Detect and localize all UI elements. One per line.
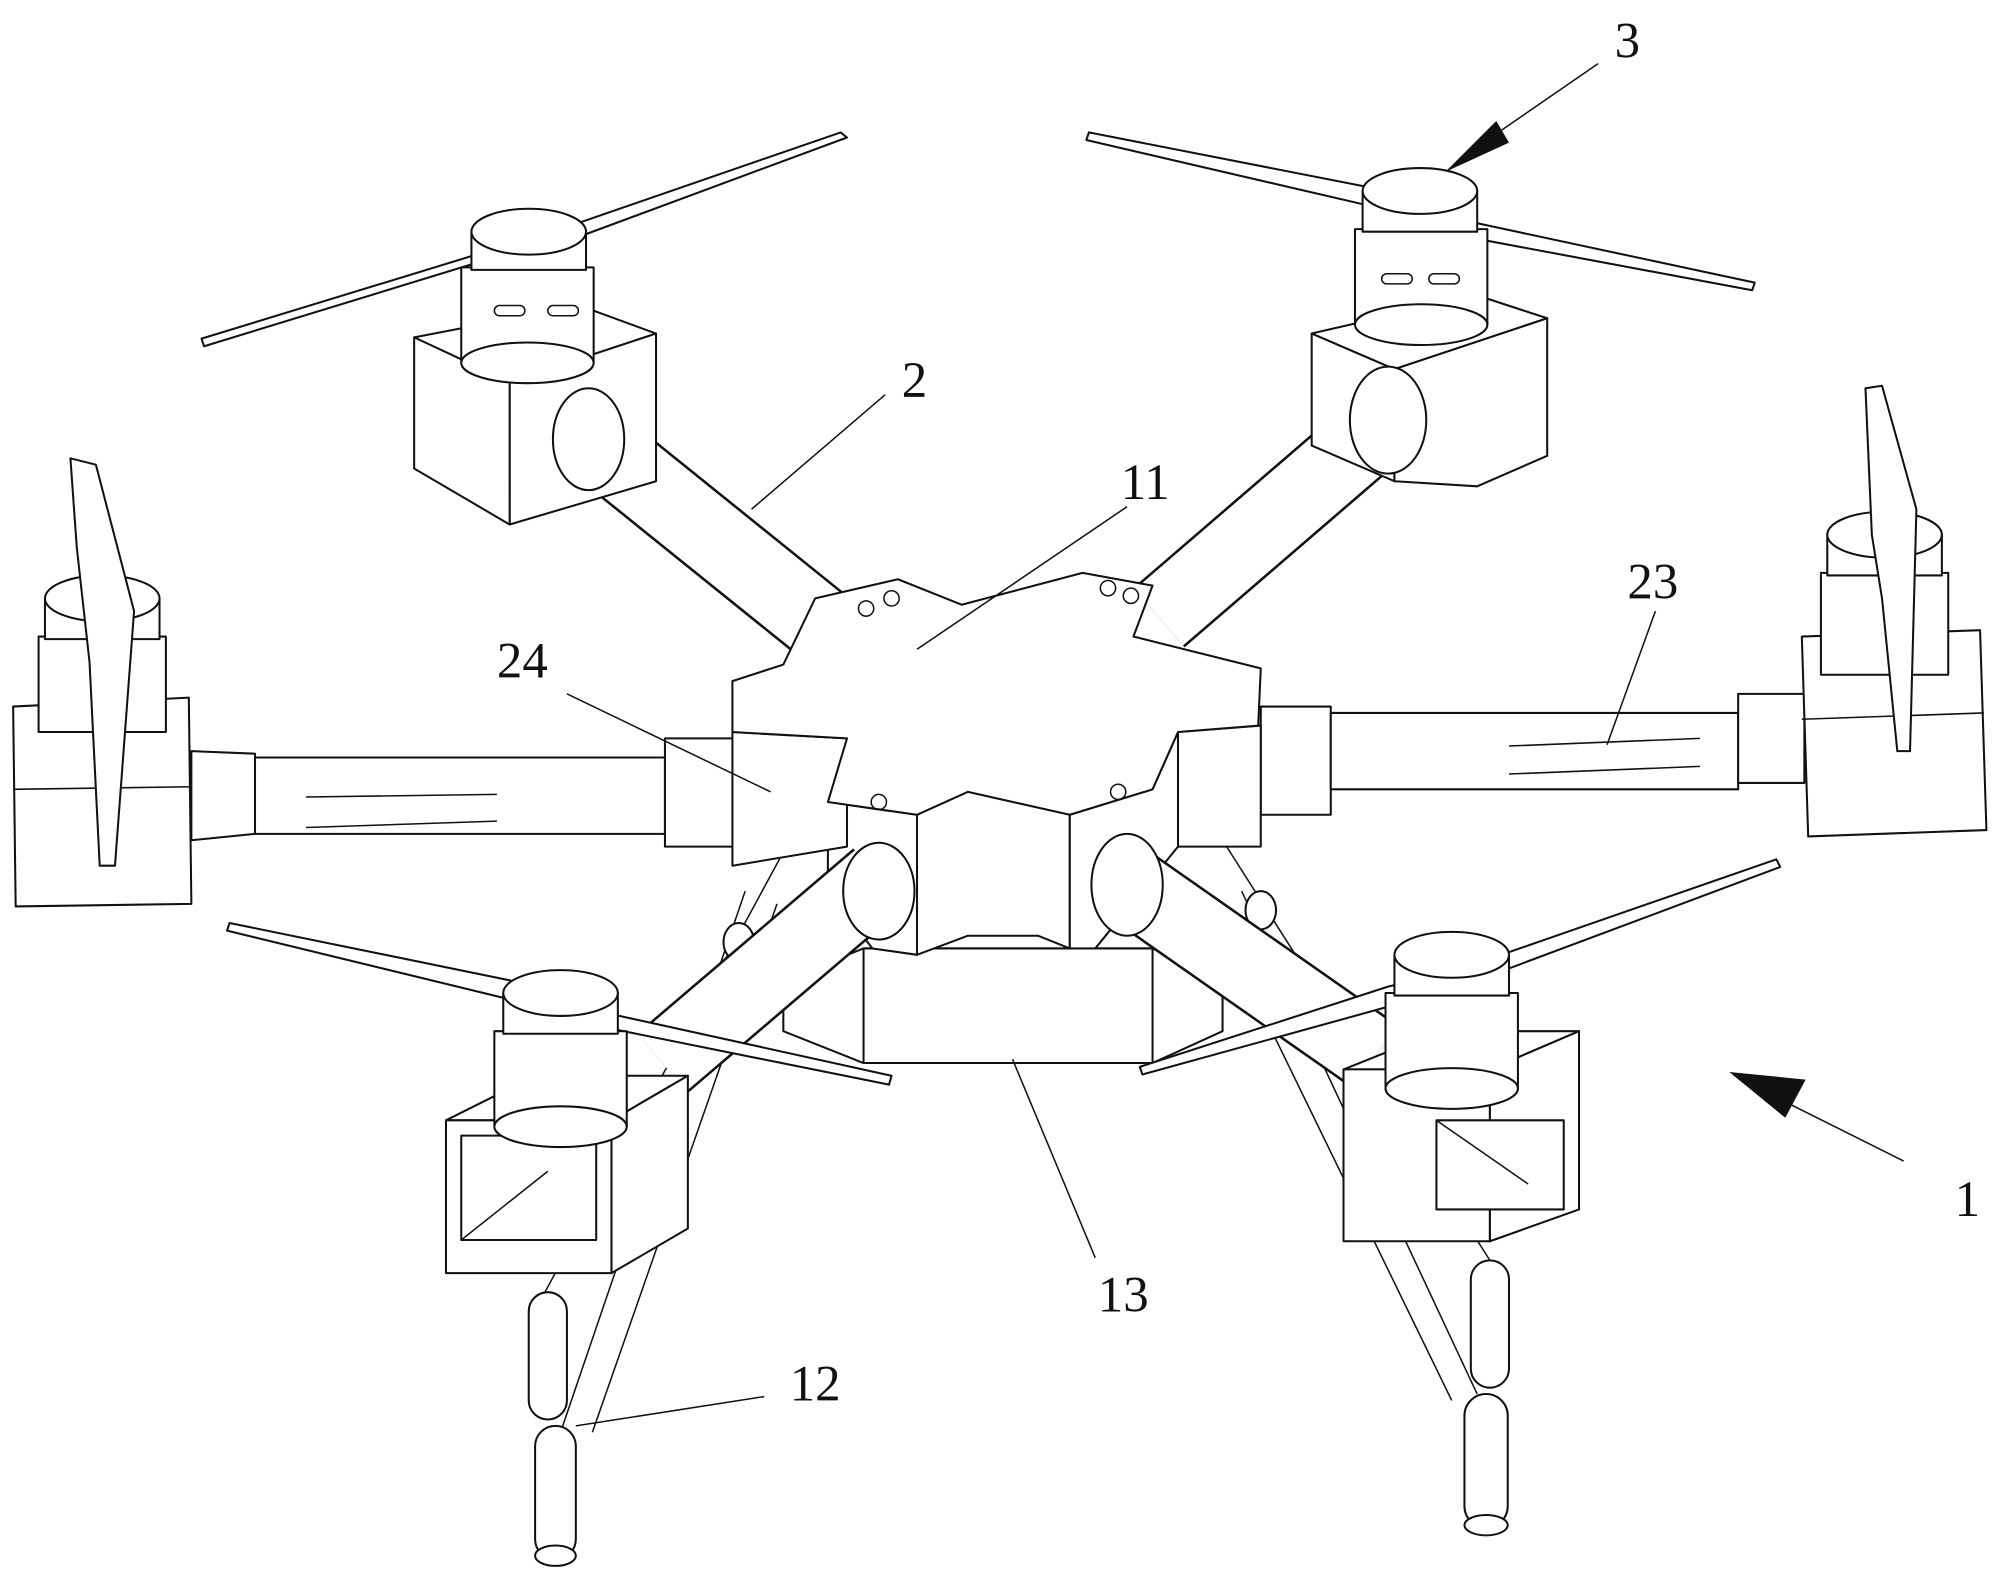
label-23: 23 <box>1627 554 1678 610</box>
label-13: 13 <box>1098 1267 1149 1323</box>
label-12: 12 <box>790 1356 841 1412</box>
arm-left <box>13 458 735 906</box>
label-24: 24 <box>497 633 548 689</box>
rotor-lower-left <box>227 843 914 1273</box>
label-1: 1 <box>1955 1172 1980 1228</box>
arrow-1-icon <box>1729 1072 1805 1118</box>
rotor-upper-right <box>1086 132 1754 617</box>
label-2: 2 <box>902 353 927 409</box>
label-3: 3 <box>1615 13 1640 69</box>
rotor-upper-left <box>202 132 847 630</box>
label-11: 11 <box>1121 455 1170 511</box>
arrow-3-icon <box>1445 121 1509 172</box>
lower-box <box>783 948 1222 1063</box>
